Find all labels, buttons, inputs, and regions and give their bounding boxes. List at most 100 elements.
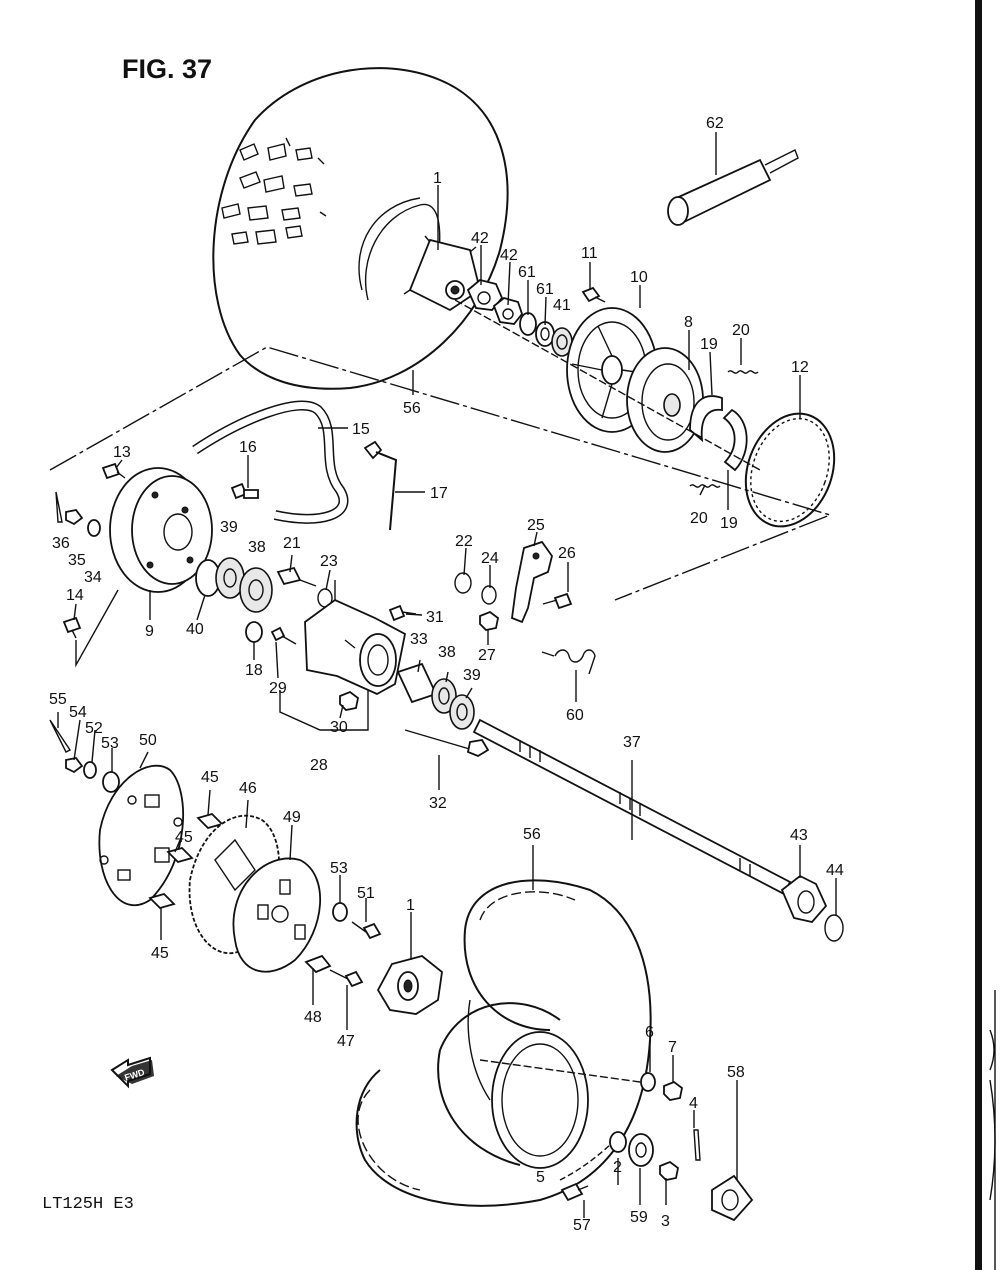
washer-53b	[332, 902, 348, 922]
bolt-29	[270, 626, 297, 645]
callout-34: 34	[84, 569, 102, 586]
axle-nut-stack	[466, 279, 573, 357]
callout-62: 62	[706, 115, 724, 132]
callout-28: 28	[310, 757, 328, 774]
callout-44: 44	[826, 862, 844, 879]
callout-3: 3	[661, 1213, 670, 1230]
hex-wrench	[363, 440, 398, 531]
callout-22: 22	[455, 533, 473, 550]
callout-45-a: 45	[201, 769, 219, 786]
washer-34	[87, 519, 101, 537]
callout-45-c: 45	[151, 945, 169, 962]
callout-53-a: 53	[101, 735, 119, 752]
bolt-26	[542, 592, 573, 610]
o-ring-44	[824, 914, 844, 942]
callout-7: 7	[668, 1039, 677, 1056]
damper-45b	[166, 846, 194, 864]
callout-43: 43	[790, 827, 808, 844]
callout-10: 10	[630, 269, 648, 286]
callout-23: 23	[320, 553, 338, 570]
forward-direction-arrow: FWD	[110, 1056, 154, 1089]
callout-18: 18	[245, 662, 263, 679]
tire-valve-57	[560, 1182, 589, 1202]
washer-2	[609, 1131, 627, 1153]
callout-41: 41	[553, 297, 571, 314]
callout-59: 59	[630, 1209, 648, 1226]
callout-56-lower: 56	[523, 826, 541, 843]
bracket-25	[511, 540, 553, 624]
axle-hub-43	[780, 874, 828, 923]
callout-11: 11	[581, 245, 598, 262]
callout-55: 55	[49, 691, 67, 708]
callout-15: 15	[352, 421, 370, 438]
callout-36: 36	[52, 535, 70, 552]
washer-59	[628, 1133, 654, 1167]
spare-axle-sleeve-62	[667, 149, 799, 226]
callout-29: 29	[269, 680, 287, 697]
callout-42-b: 42	[500, 247, 518, 264]
upper-tire-outline	[212, 67, 509, 390]
bolt-13	[101, 462, 126, 480]
callout-38-b: 38	[438, 644, 456, 661]
callout-19-upper: 19	[700, 336, 718, 353]
callout-58: 58	[727, 1064, 745, 1081]
callout-60: 60	[566, 707, 584, 724]
callout-16: 16	[239, 439, 257, 456]
callout-57: 57	[573, 1217, 591, 1234]
callout-39-b: 39	[463, 667, 481, 684]
sleeve-18	[245, 621, 263, 643]
washer-52	[83, 761, 97, 779]
lower-wheel-hub	[376, 955, 443, 1015]
callout-31: 31	[426, 609, 444, 626]
callout-42-a: 42	[471, 230, 489, 247]
nut-54	[65, 757, 84, 774]
callout-54: 54	[69, 704, 87, 721]
callout-49: 49	[283, 809, 301, 826]
washer-24	[481, 585, 497, 605]
callout-8: 8	[684, 314, 693, 331]
callout-50: 50	[139, 732, 157, 749]
callout-35: 35	[68, 552, 86, 569]
breather-hose-fill	[193, 402, 347, 523]
callout-25: 25	[527, 517, 545, 534]
cotter-pin-36	[55, 491, 63, 523]
upper-tire-tread	[221, 137, 327, 245]
bearing-38	[239, 567, 273, 613]
bearing-39b	[449, 694, 475, 730]
callout-1-upper: 1	[433, 170, 442, 187]
upper-tire	[212, 67, 509, 390]
adjuster-21	[276, 566, 317, 587]
assembly-boundary	[49, 346, 833, 601]
callout-38-a: 38	[248, 539, 266, 556]
bearing-38b	[431, 678, 457, 714]
callout-56-upper: 56	[403, 400, 421, 417]
callout-61-a: 61	[518, 264, 536, 281]
upper-wheel-hub	[403, 235, 487, 312]
callout-27: 27	[478, 647, 496, 664]
lower-tire	[355, 879, 652, 1207]
bolt-51	[351, 921, 382, 940]
bolt-31	[388, 604, 417, 622]
upper-rim-inner	[364, 203, 441, 301]
callout-46: 46	[239, 780, 257, 797]
callout-2: 2	[613, 1159, 622, 1176]
callout-33: 33	[410, 631, 428, 648]
callout-13: 13	[113, 444, 131, 461]
nut-3	[659, 1160, 679, 1181]
callout-48: 48	[304, 1009, 322, 1026]
callout-30: 30	[330, 719, 348, 736]
nut-30	[339, 690, 359, 711]
callout-61-b: 61	[536, 281, 554, 298]
callout-32: 32	[429, 795, 447, 812]
o-ring-seal	[744, 412, 836, 528]
brake-panel	[109, 467, 213, 593]
sprocket-carrier	[232, 857, 321, 973]
callout-20-lower: 20	[690, 510, 708, 527]
callout-39-a: 39	[220, 519, 238, 536]
scan-border-strip	[975, 0, 982, 1270]
callout-20-upper: 20	[732, 322, 750, 339]
callout-1-lower: 1	[406, 897, 415, 914]
nut-27	[479, 610, 499, 631]
washer-22	[454, 572, 472, 594]
